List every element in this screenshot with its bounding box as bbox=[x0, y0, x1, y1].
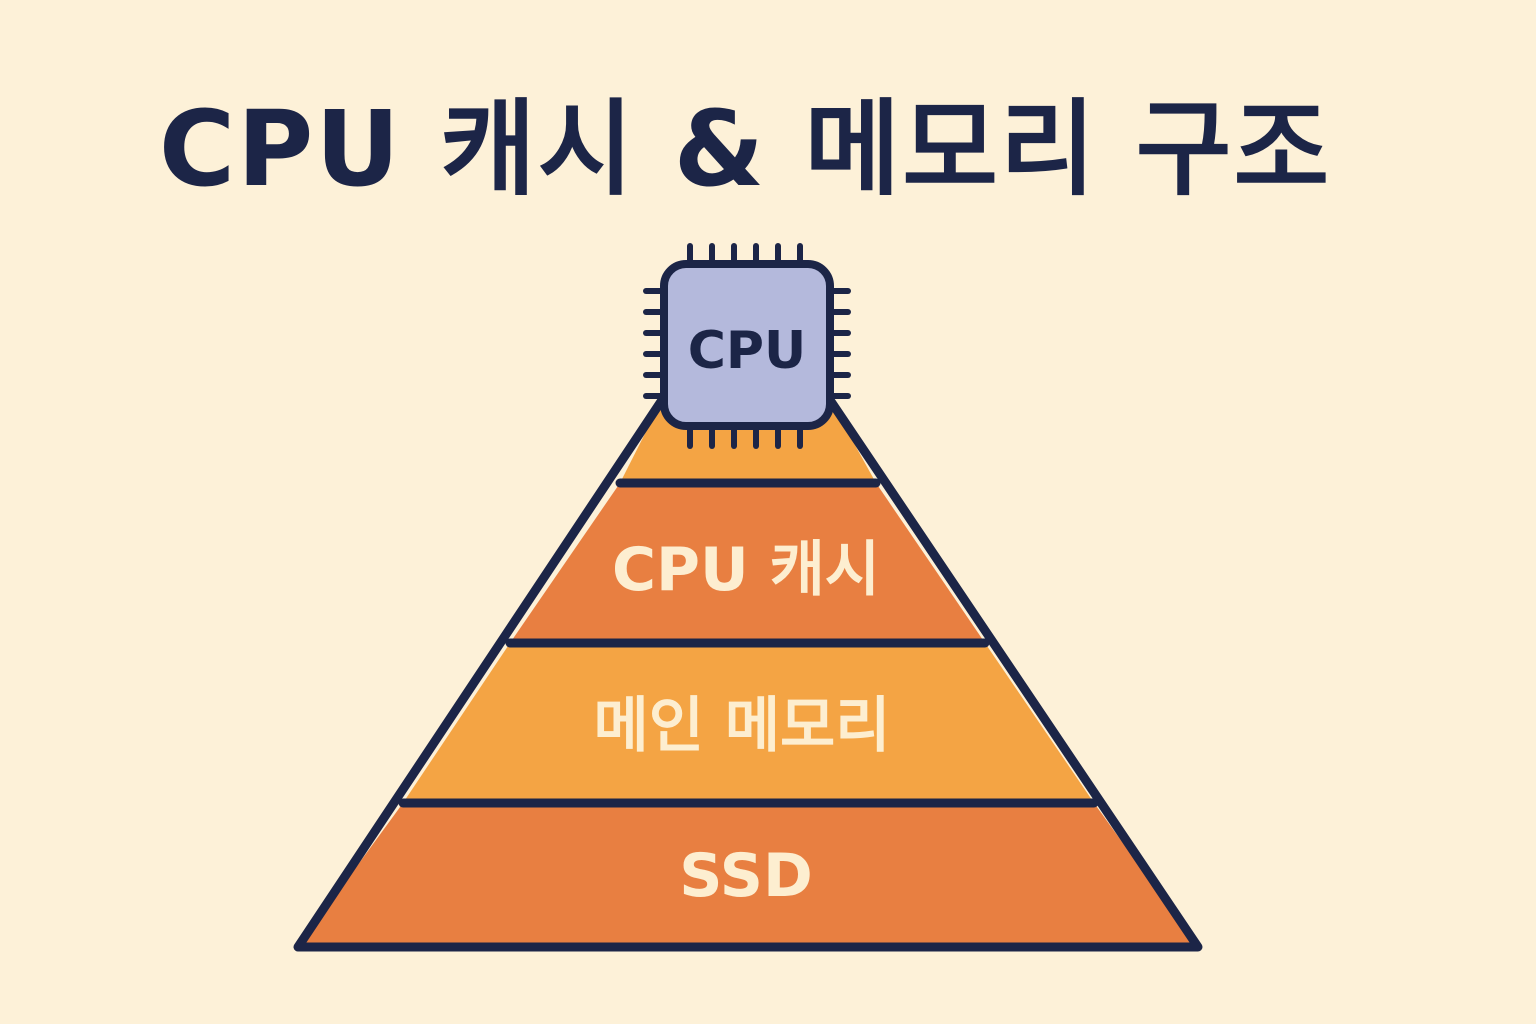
chip-body bbox=[660, 260, 834, 430]
pyramid-outline bbox=[293, 395, 1203, 952]
pyramid-tiers bbox=[298, 400, 1198, 947]
cpu-chip-icon: CPU bbox=[643, 243, 851, 449]
tier-label-ssd: SSD bbox=[679, 841, 813, 911]
pyramid-tier-cpu-cache bbox=[510, 483, 985, 643]
cpu-chip-label: CPU bbox=[688, 321, 807, 381]
pyramid-tier-ssd bbox=[298, 803, 1198, 947]
page-title: CPU 캐시 & 메모리 구조 bbox=[158, 88, 1332, 210]
pyramid-tier-main-memory bbox=[403, 643, 1094, 803]
tier-label-cpu-cache: CPU 캐시 bbox=[612, 535, 880, 605]
tier-label-main-memory: 메인 메모리 bbox=[594, 691, 891, 761]
